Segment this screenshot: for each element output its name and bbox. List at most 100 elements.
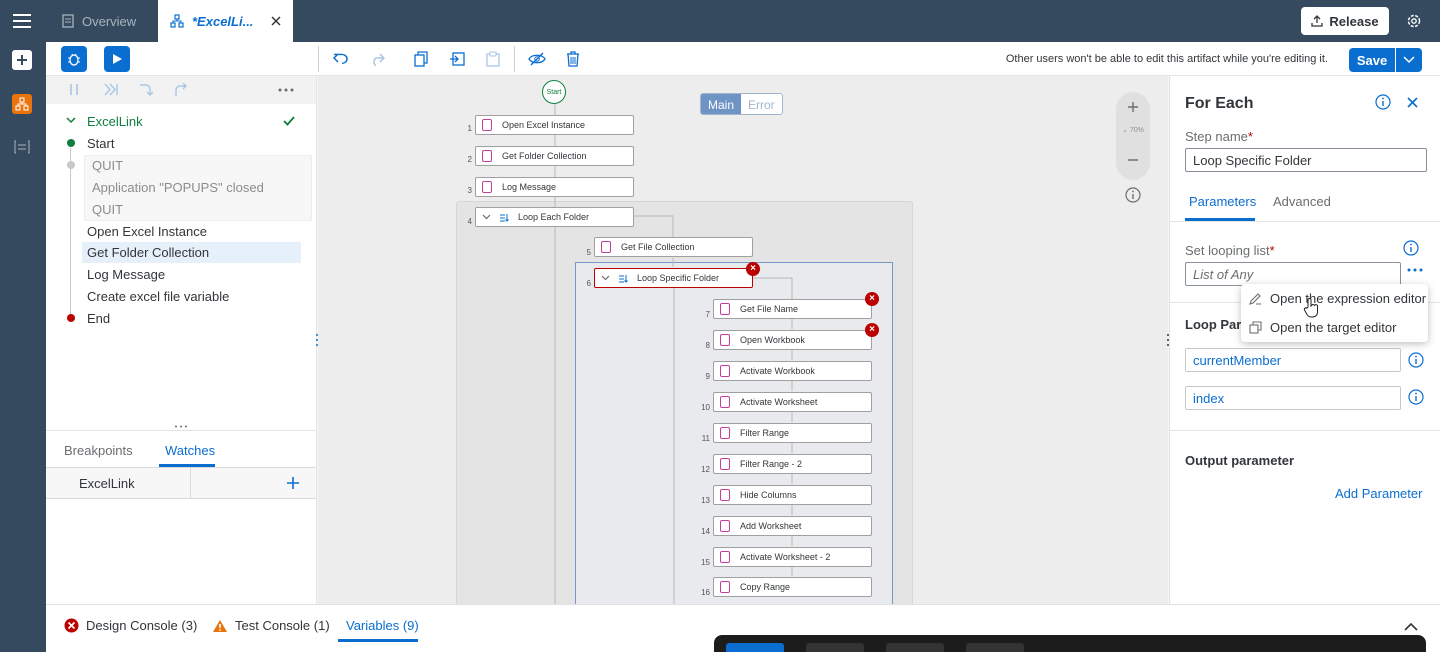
cut-icon[interactable] <box>444 46 470 72</box>
step-node[interactable]: Hide Columns <box>713 485 872 505</box>
taskbar-item[interactable] <box>966 643 1024 652</box>
activity-icon <box>601 241 611 253</box>
save-button[interactable]: Save <box>1349 48 1395 72</box>
tab-advanced[interactable]: Advanced <box>1273 194 1331 209</box>
release-label: Release <box>1329 13 1379 29</box>
step-node[interactable]: Get File Name <box>713 299 872 319</box>
taskbar-item[interactable] <box>886 643 944 652</box>
step-node[interactable]: Log Message <box>475 177 634 197</box>
hide-icon[interactable] <box>524 46 550 72</box>
tab-design-console[interactable]: Design Console (3) <box>64 618 197 633</box>
zoom-out-icon[interactable] <box>1127 154 1139 166</box>
checkmark-icon <box>283 116 295 126</box>
step-node[interactable]: Add Worksheet <box>713 516 872 536</box>
run-button[interactable] <box>104 46 130 72</box>
delete-icon[interactable] <box>560 46 586 72</box>
tree-item[interactable]: Log Message <box>87 267 166 282</box>
tab-overview[interactable]: Overview <box>50 0 158 42</box>
automation-nav-icon[interactable] <box>12 94 32 114</box>
undo-icon[interactable] <box>328 46 354 72</box>
loop-icon <box>618 274 628 283</box>
step-into-icon[interactable] <box>139 83 153 97</box>
tab-watches[interactable]: Watches <box>165 443 216 458</box>
paste-icon[interactable] <box>480 46 506 72</box>
tab-breakpoints[interactable]: Breakpoints <box>64 443 133 458</box>
step-node[interactable]: Activate Workbook <box>713 361 872 381</box>
step-node[interactable]: Open Excel Instance <box>475 115 634 135</box>
menu-icon[interactable] <box>13 13 31 29</box>
splitter-handle[interactable] <box>1166 333 1170 347</box>
collapse-icon[interactable] <box>66 117 76 124</box>
tree-item-selected[interactable]: Get Folder Collection <box>87 245 210 260</box>
info-icon[interactable] <box>1408 389 1424 405</box>
list-icon[interactable] <box>14 140 30 154</box>
tree-root[interactable]: ExcelLink <box>87 114 143 129</box>
add-watch-icon[interactable] <box>286 476 300 490</box>
tree-item[interactable]: QUIT <box>92 202 124 217</box>
loop-step-node[interactable]: Loop Each Folder <box>475 207 634 227</box>
main-toggle[interactable]: Main <box>701 94 742 114</box>
step-number: 16 <box>701 588 710 597</box>
step-name-field[interactable]: Loop Specific Folder <box>1185 148 1427 172</box>
canvas-info-icon[interactable] <box>1125 187 1141 203</box>
looping-list-field[interactable]: List of Any <box>1185 262 1401 286</box>
more-icon[interactable] <box>278 88 294 92</box>
info-icon[interactable] <box>1408 352 1424 368</box>
tree-item[interactable]: Open Excel Instance <box>87 224 207 239</box>
step-node[interactable]: Open Workbook <box>713 330 872 350</box>
zoom-in-icon[interactable] <box>1127 101 1139 113</box>
step-node[interactable]: Copy Range <box>713 577 872 597</box>
error-icon[interactable]: × <box>746 262 760 276</box>
tab-excellink[interactable]: *ExcelLi... <box>158 0 293 42</box>
tab-test-console[interactable]: Test Console (1) <box>212 618 330 633</box>
error-icon[interactable]: × <box>865 292 879 306</box>
pause-icon[interactable] <box>69 83 79 96</box>
chevron-up-icon[interactable] <box>1404 623 1418 631</box>
tab-variables[interactable]: Variables (9) <box>346 618 419 633</box>
close-icon[interactable] <box>271 16 281 26</box>
taskbar-item[interactable] <box>806 643 864 652</box>
tree-item[interactable]: QUIT <box>92 158 124 173</box>
loop-step-node-selected[interactable]: Loop Specific Folder <box>594 268 753 288</box>
start-node[interactable]: Start <box>542 80 566 104</box>
info-icon[interactable] <box>1375 94 1391 110</box>
error-toggle[interactable]: Error <box>741 94 782 114</box>
resize-handle[interactable] <box>174 425 188 428</box>
error-icon[interactable]: × <box>865 323 879 337</box>
step-out-icon[interactable] <box>174 83 188 97</box>
splitter-handle[interactable] <box>315 333 319 347</box>
warning-icon <box>212 619 228 633</box>
step-node[interactable]: Get Folder Collection <box>475 146 634 166</box>
redo-icon[interactable] <box>364 46 390 72</box>
tree-item[interactable]: End <box>87 311 111 326</box>
step-node[interactable]: Get File Collection <box>594 237 753 257</box>
close-icon[interactable] <box>1407 97 1418 108</box>
step-node[interactable]: Activate Worksheet - 2 <box>713 547 872 567</box>
step-node[interactable]: Activate Worksheet <box>713 392 872 412</box>
watch-table-header: ExcelLink <box>46 467 316 499</box>
taskbar-item[interactable] <box>726 643 784 652</box>
save-dropdown-button[interactable] <box>1396 48 1422 72</box>
menu-item-expression-editor[interactable]: Open the expression editor <box>1241 284 1428 313</box>
step-over-icon[interactable] <box>104 83 118 96</box>
menu-item-target-editor[interactable]: Open the target editor <box>1241 313 1428 342</box>
flow-canvas[interactable]: Start Main Error ⌄ 70% 1 Open Excel Inst… <box>318 76 1168 604</box>
step-number: 2 <box>467 155 472 164</box>
debug-button[interactable] <box>61 46 87 72</box>
add-parameter-link[interactable]: Add Parameter <box>1335 486 1423 501</box>
copy-icon[interactable] <box>408 46 434 72</box>
step-node[interactable]: Filter Range <box>713 423 872 443</box>
tab-parameters[interactable]: Parameters <box>1189 194 1257 209</box>
step-node[interactable]: Filter Range - 2 <box>713 454 872 474</box>
add-icon[interactable] <box>12 50 32 70</box>
more-options-icon[interactable] <box>1407 268 1423 272</box>
index-field[interactable]: index <box>1185 386 1401 410</box>
release-button[interactable]: Release <box>1301 7 1389 35</box>
tree-item[interactable]: Create excel file variable <box>87 289 230 304</box>
gear-icon[interactable] <box>1406 13 1422 29</box>
step-number: 14 <box>701 527 710 536</box>
current-member-field[interactable]: currentMember <box>1185 348 1401 372</box>
tree-item[interactable]: Application "POPUPS" closed <box>92 180 264 195</box>
tree-item[interactable]: Start <box>87 136 115 151</box>
info-icon[interactable] <box>1403 240 1419 256</box>
